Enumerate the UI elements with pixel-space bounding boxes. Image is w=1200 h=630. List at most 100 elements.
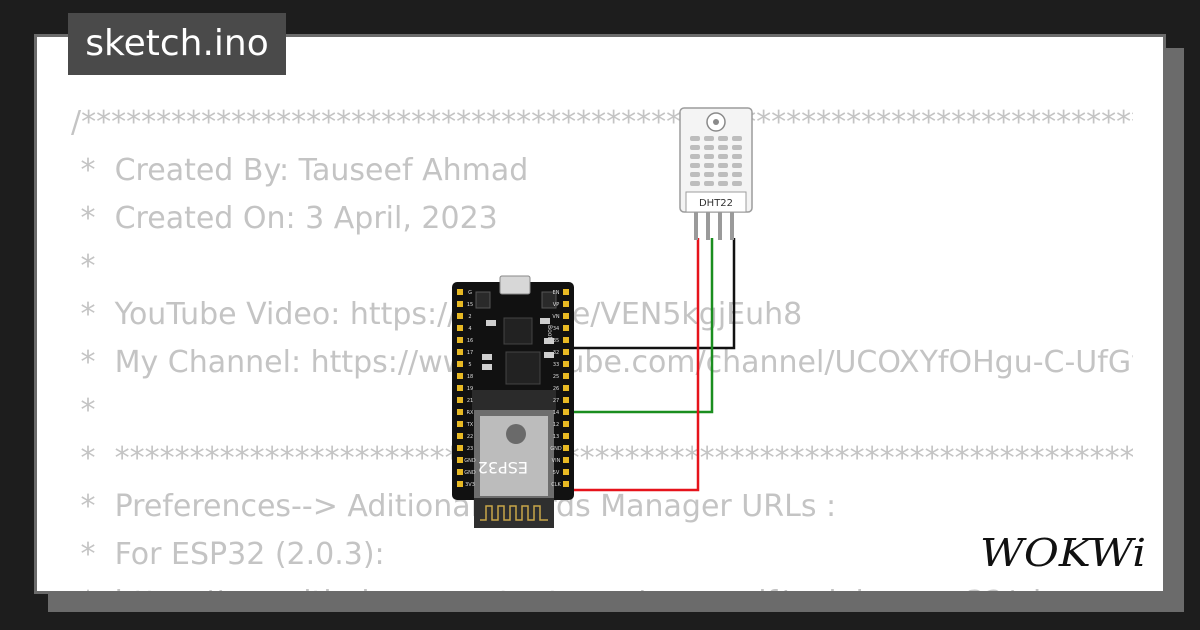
grille-slot — [690, 163, 700, 168]
pin[interactable] — [457, 361, 463, 367]
pin-label: 5V — [553, 470, 560, 476]
reset-button[interactable] — [475, 291, 491, 309]
pin-label: 35 — [553, 338, 559, 344]
grille-slot — [718, 163, 728, 168]
pin-label: VN — [552, 314, 559, 320]
pin[interactable] — [457, 313, 463, 319]
code-line: * — [71, 249, 96, 284]
pin[interactable] — [563, 301, 569, 307]
pin-label: 23 — [467, 446, 473, 452]
pin-label: 32 — [553, 350, 559, 356]
pin-label: VIN — [552, 458, 561, 464]
pin-label: 2 — [468, 314, 471, 320]
pin[interactable] — [457, 349, 463, 355]
pin[interactable] — [563, 373, 569, 379]
pin[interactable] — [563, 361, 569, 367]
pin-label: 21 — [467, 398, 473, 404]
code-line: * For ESP32 (2.0.3): — [71, 537, 385, 572]
pin-label: 33 — [553, 362, 559, 368]
pin[interactable] — [457, 433, 463, 439]
pin-label: 13 — [553, 434, 559, 440]
sensor-grille — [690, 136, 742, 186]
pin-label: EN — [553, 290, 560, 296]
pin[interactable] — [457, 445, 463, 451]
pin[interactable] — [457, 301, 463, 307]
code-line: * **************************************… — [80, 441, 1133, 476]
pin-label: 16 — [467, 338, 473, 344]
grille-slot — [704, 145, 714, 150]
pin[interactable] — [457, 325, 463, 331]
pin[interactable] — [563, 469, 569, 475]
grille-slot — [690, 154, 700, 159]
pin-label: 4 — [468, 326, 471, 332]
pin-label: 14 — [553, 410, 559, 416]
pin-label: 3V3 — [465, 482, 475, 488]
pin-label: 18 — [467, 374, 473, 380]
pin-label: GND — [464, 470, 476, 476]
usb-port-icon — [499, 275, 531, 295]
file-tab-sketch[interactable]: sketch.ino — [68, 13, 286, 75]
code-line: * YouTube Video: https://youtu.be/VEN5kg… — [71, 297, 803, 332]
wire-gnd[interactable] — [565, 238, 736, 350]
pin[interactable] — [563, 481, 569, 487]
code-line: * https://raw.githubusercontent.com/espr… — [71, 579, 1133, 591]
pin[interactable] — [563, 385, 569, 391]
pin[interactable] — [457, 409, 463, 415]
pin[interactable] — [457, 385, 463, 391]
pin[interactable] — [457, 373, 463, 379]
pin[interactable] — [457, 421, 463, 427]
pin[interactable] — [563, 289, 569, 295]
pin[interactable] — [563, 445, 569, 451]
grille-slot — [704, 154, 714, 159]
pin[interactable] — [457, 457, 463, 463]
pin-label: 27 — [553, 398, 559, 404]
pin[interactable] — [563, 433, 569, 439]
pin-label: CLK — [551, 482, 561, 488]
pin[interactable] — [457, 337, 463, 343]
pin[interactable] — [563, 457, 569, 463]
pin-label: VP — [553, 302, 559, 308]
code-line: /***************************************… — [71, 105, 1133, 140]
grille-slot — [732, 163, 742, 168]
grille-slot — [732, 145, 742, 150]
pin[interactable] — [457, 289, 463, 295]
wokwi-logo-text: WOKWi — [980, 531, 1146, 575]
pin[interactable] — [563, 337, 569, 343]
pin-label: 25 — [553, 374, 559, 380]
dht22-sensor[interactable]: DHT22 — [679, 107, 753, 240]
wire-vcc[interactable] — [566, 238, 700, 492]
pin[interactable] — [457, 481, 463, 487]
grille-slot — [718, 181, 728, 186]
sensor-label: DHT22 — [699, 198, 733, 209]
esp32-board[interactable]: Boot ESP32 G152416175181921RXTX2223GNDGN… — [452, 275, 574, 528]
pin[interactable] — [563, 313, 569, 319]
pin-label: GND — [550, 446, 562, 452]
boot-label: Boot — [546, 325, 553, 339]
grille-slot — [732, 181, 742, 186]
grille-slot — [690, 172, 700, 177]
code-editor: /***************************************… — [71, 99, 1133, 591]
pin-label: 34 — [553, 326, 559, 332]
pin-label: RX — [467, 410, 474, 416]
grille-slot — [690, 145, 700, 150]
pin-label: 5 — [468, 362, 471, 368]
pin-label: TX — [466, 422, 474, 428]
grille-slot — [704, 172, 714, 177]
pin[interactable] — [563, 421, 569, 427]
pin[interactable] — [457, 397, 463, 403]
boot-button[interactable] — [541, 291, 557, 309]
wokwi-logo: WOKWi — [980, 531, 1146, 575]
pin[interactable] — [563, 349, 569, 355]
pin[interactable] — [563, 409, 569, 415]
pin-label: 15 — [467, 302, 473, 308]
pin[interactable] — [457, 469, 463, 475]
pin-label: 12 — [553, 422, 559, 428]
pin-label: G — [468, 290, 472, 296]
code-line: * Created By: Tauseef Ahmad — [71, 153, 529, 188]
pin[interactable] — [563, 397, 569, 403]
grille-slot — [704, 136, 714, 141]
grille-slot — [718, 172, 728, 177]
pin[interactable] — [563, 325, 569, 331]
